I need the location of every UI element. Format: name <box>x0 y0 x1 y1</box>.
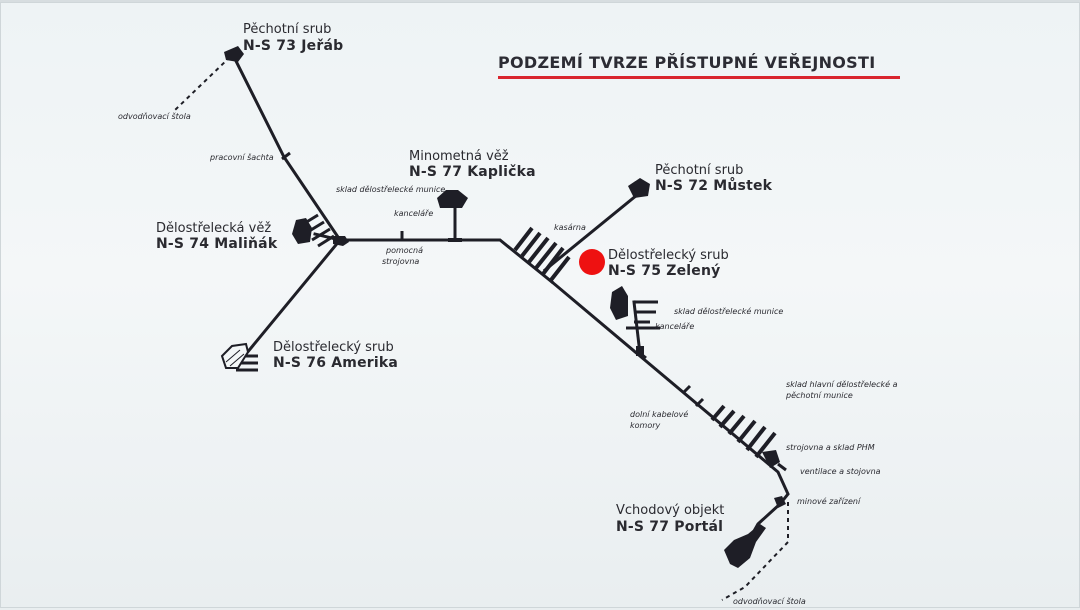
label-strojovna: strojovna <box>382 257 420 266</box>
label-sklad-munice-2: sklad dělostřelecké munice <box>674 307 784 316</box>
object-name-kaplicka: N-S 77 Kaplička <box>409 164 536 180</box>
chambers-kasarna <box>513 226 571 282</box>
tunnel-main-lower <box>549 279 790 507</box>
block-kaplicka <box>437 190 468 208</box>
tunnel-main-upper <box>338 238 555 285</box>
block-malinak <box>292 218 312 244</box>
object-type-mustek: Pěchotní srub <box>655 163 744 178</box>
label-odvodnovaci-stola-top: odvodňovací štola <box>118 112 191 121</box>
block-minove <box>774 496 786 508</box>
chambers-zeleny <box>626 300 660 330</box>
block-mustek <box>628 178 650 198</box>
object-name-mustek: N-S 72 Můstek <box>655 178 773 194</box>
chambers-sklad-hlavni <box>710 404 777 459</box>
location-marker <box>579 249 605 275</box>
label-pomocna: pomocná <box>386 246 424 255</box>
chamber-ventilace <box>777 462 787 472</box>
tunnel-mustek <box>542 192 640 273</box>
block-junction <box>333 236 349 246</box>
chambers-kabelove <box>681 384 705 408</box>
block-amerika-hatch <box>225 349 245 367</box>
object-type-portal: Vchodový objekt <box>616 503 725 518</box>
block-zeleny <box>610 286 628 320</box>
label-sklad-munice-1: sklad dělostřelecké munice <box>336 185 446 194</box>
drainage-adit-bottom <box>721 502 789 601</box>
label-sklad-hlavni-1: sklad hlavní dělostřelecké a <box>786 380 898 389</box>
label-minove-zarizeni: minové zařízení <box>797 497 861 506</box>
label-kancelare-1: kanceláře <box>394 209 434 218</box>
label-ventilace: ventilace a stojovna <box>800 467 881 476</box>
object-type-kaplicka: Minometná věž <box>409 149 509 164</box>
block-amerika <box>220 342 250 369</box>
label-sklad-hlavni-2: pěchotní munice <box>786 391 853 400</box>
label-strojovna-phm: strojovna a sklad PHM <box>786 443 875 452</box>
object-name-jerab: N-S 73 Jeřáb <box>243 38 344 54</box>
board-title: PODZEMÍ TVRZE PŘÍSTUPNÉ VEŘEJNOSTI <box>498 53 876 72</box>
block-jerab <box>224 46 244 62</box>
block-kaplicka-base <box>448 238 462 242</box>
title-underline <box>498 76 900 79</box>
label-kasarna: kasárna <box>554 223 586 232</box>
label-odvodnovaci-stola-bottom: odvodňovací štola <box>733 597 806 606</box>
label-dolni-kabelove-2: komory <box>630 421 661 430</box>
block-zeleny-link <box>636 346 644 356</box>
object-name-zeleny: N-S 75 Zelený <box>608 263 721 279</box>
object-name-amerika: N-S 76 Amerika <box>273 355 399 371</box>
object-name-portal: N-S 77 Portál <box>616 519 724 535</box>
chamber-pracovni-sachta <box>281 151 291 161</box>
block-portal <box>724 524 766 568</box>
object-type-jerab: Pěchotní srub <box>243 22 332 37</box>
tunnel-amerika <box>243 237 343 357</box>
label-dolni-kabelove-1: dolní kabelové <box>630 410 689 419</box>
tunnel-jerab <box>231 54 343 243</box>
label-kancelare-2: kanceláře <box>655 322 695 331</box>
object-type-malinak: Dělostřelecká věž <box>156 221 272 236</box>
drainage-adit-top <box>174 56 231 111</box>
object-type-zeleny: Dělostřelecký srub <box>608 248 729 263</box>
block-strojovna <box>762 450 780 468</box>
object-type-amerika: Dělostřelecký srub <box>273 340 394 355</box>
label-pracovni-sachta: pracovní šachta <box>210 153 274 162</box>
object-name-malinak: N-S 74 Maliňák <box>156 236 278 252</box>
